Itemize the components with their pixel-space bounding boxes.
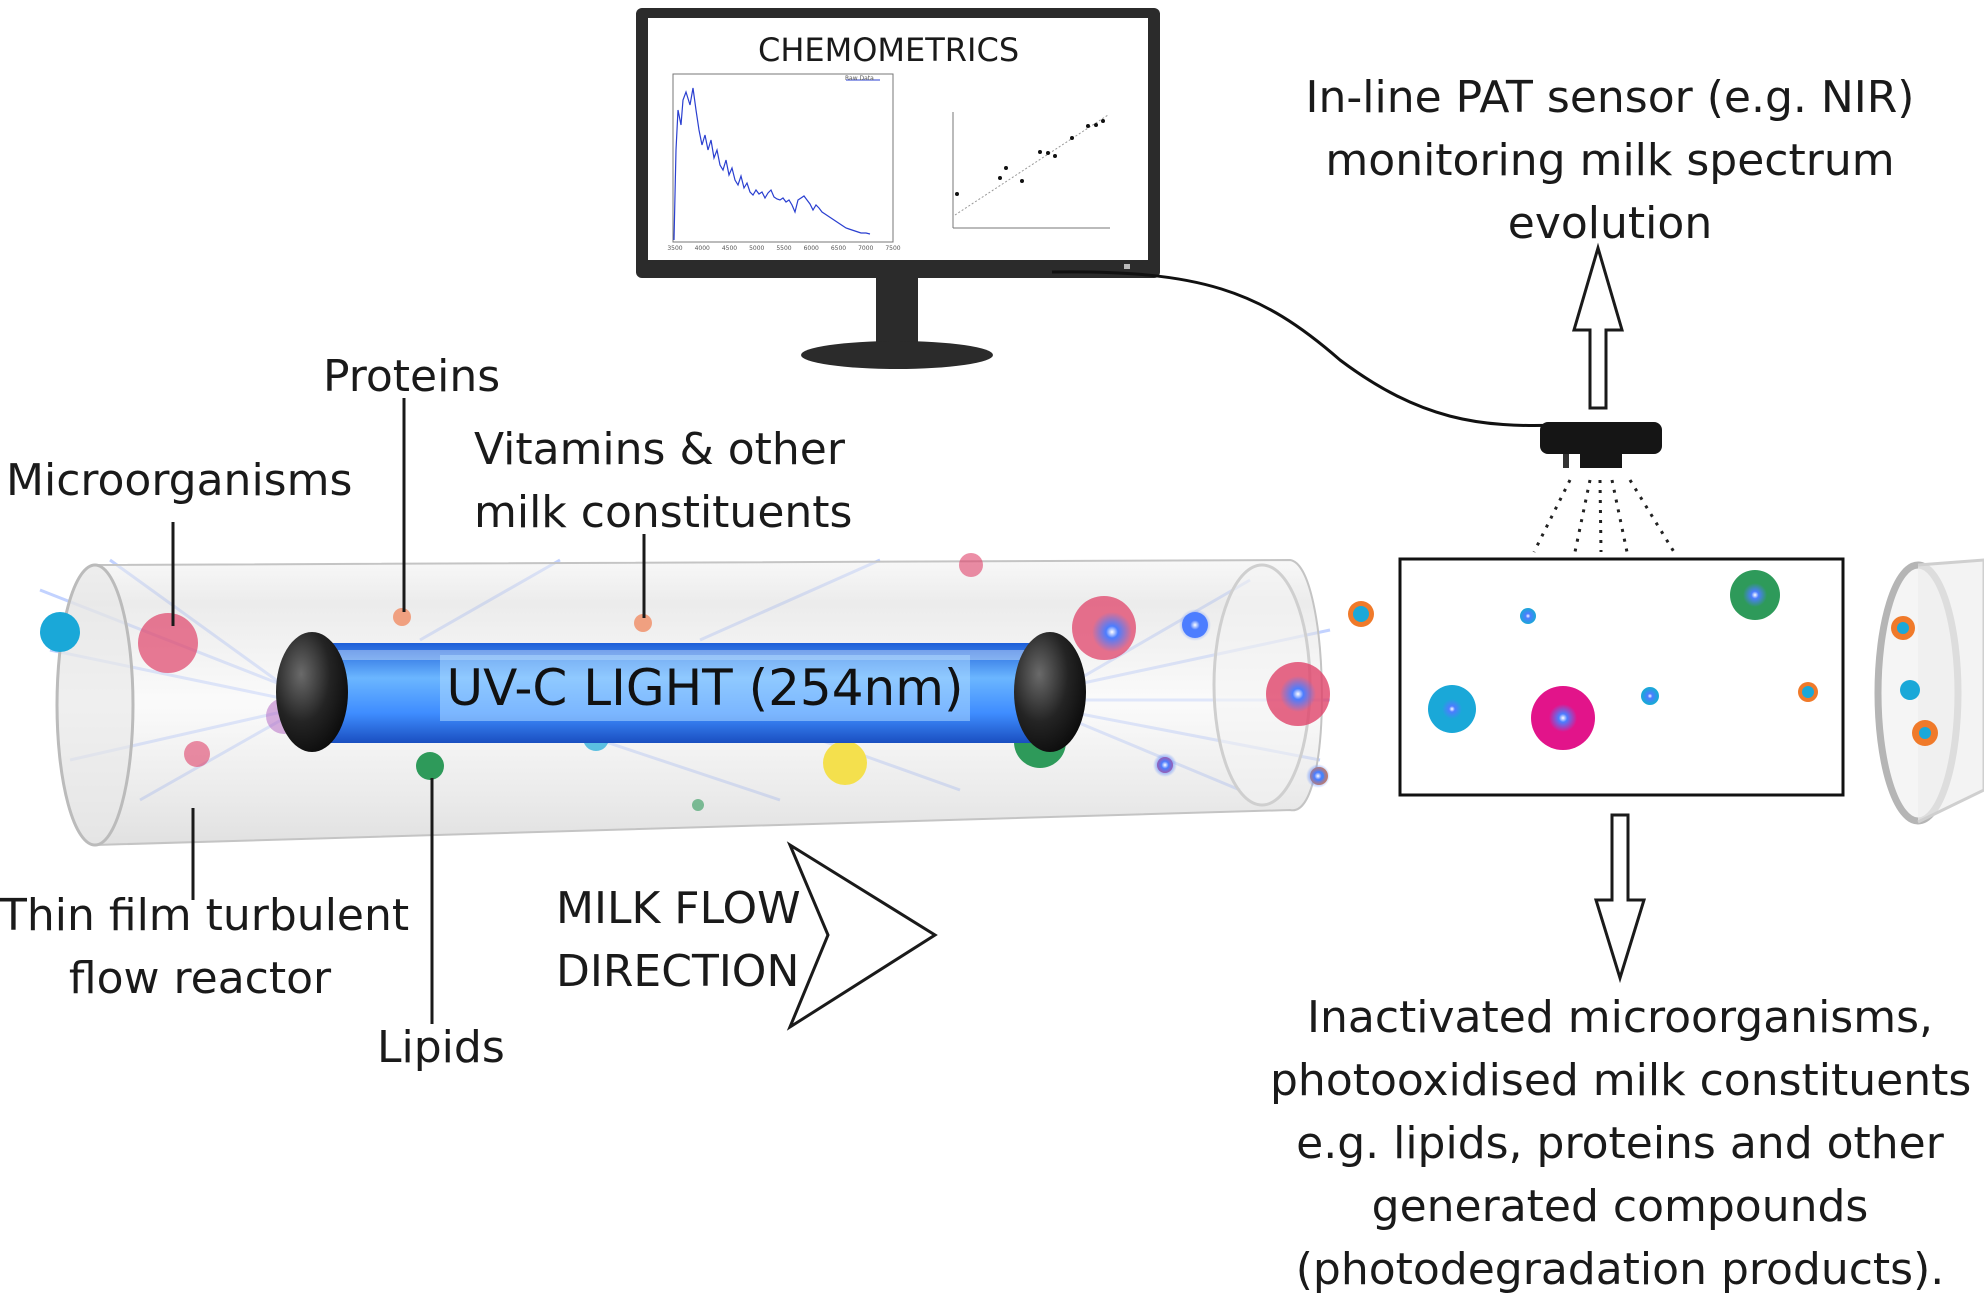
up-arrow (1571, 242, 1625, 410)
lamp-right-cap (1014, 632, 1086, 752)
pat-sensor-label: In-line PAT sensor (e.g. NIR) monitoring… (1300, 66, 1920, 255)
reactor-line-2: flow reactor (68, 953, 332, 1004)
lipids-label: Lipids (377, 1022, 505, 1073)
reactor-line-1: Thin film turbulent (0, 890, 410, 941)
inspection-window (1398, 557, 1845, 797)
spectrum-plot: 3500 4000 4500 5000 5500 6000 6500 7000 7500 (667, 73, 901, 252)
microorganisms-label: Microorganisms (6, 455, 353, 506)
outlet-tube (1874, 558, 1984, 825)
proteins-label: Proteins (323, 351, 501, 402)
microorganism-particle (138, 613, 198, 673)
vitamins-line-2: milk constituents (474, 487, 853, 538)
monitor-screen (648, 18, 1148, 260)
outcome-line-5: (photodegradation products). (1295, 1244, 1945, 1295)
monitor: 3500 4000 4500 5000 5500 6000 6500 7000 7500 (636, 8, 1160, 369)
vitamins-label: Vitamins & other milk constituents (474, 418, 852, 544)
flow-direction-line-2: DIRECTION (556, 946, 800, 997)
lipid-particle (692, 799, 704, 811)
calibration-plot (952, 112, 1110, 229)
spectrum-legend: Raw Data (845, 75, 874, 82)
flow-direction-arrow (786, 841, 938, 1031)
sensor-cable (1051, 270, 1561, 428)
protein-particle (634, 614, 652, 632)
lamp-left-cap (276, 632, 348, 752)
x-tick-label: 6500 (831, 245, 846, 252)
spectrum-line (673, 87, 871, 241)
uv-sparkles (1092, 609, 1330, 788)
cyan-particle (40, 612, 80, 652)
outcome-line-1: Inactivated microorganisms, (1307, 992, 1933, 1043)
label-leaders (171, 398, 646, 1024)
outcome-line-2: photooxidised milk constituents (1270, 1055, 1972, 1106)
outcome-line-3: e.g. lipids, proteins and other (1296, 1118, 1944, 1169)
sensor-beam (1532, 479, 1676, 553)
lipid-particle (416, 752, 444, 780)
monitor-stand (801, 341, 993, 369)
x-tick-label: 4500 (722, 245, 737, 252)
down-arrow (1593, 813, 1647, 984)
monitor-power-icon (1124, 264, 1130, 269)
x-tick-label: 5500 (776, 245, 791, 252)
reactor-label: Thin film turbulent flow reactor (0, 884, 410, 1010)
microorganism-particle (184, 741, 210, 767)
vitamins-line-1: Vitamins & other (474, 424, 845, 475)
sensor-head (1540, 422, 1662, 454)
x-tick-label: 7500 (885, 245, 900, 252)
x-tick-label: 4000 (695, 245, 710, 252)
outcome-label: Inactivated microorganisms, photooxidise… (1270, 986, 1972, 1301)
monitor-neck (876, 278, 918, 348)
pat-sensor-line-1: In-line PAT sensor (e.g. NIR) (1305, 72, 1915, 123)
calibration-points (955, 119, 1105, 196)
pat-sensor (1532, 422, 1676, 553)
spectrum-x-ticks: 3500 4000 4500 5000 5500 6000 6500 7000 7500 (667, 245, 900, 252)
x-tick-label: 6000 (804, 245, 819, 252)
x-tick-label: 7000 (858, 245, 873, 252)
reactor-inlet (55, 563, 135, 847)
flow-direction-line-1: MILK FLOW (556, 883, 801, 934)
microorganism-particle (959, 553, 983, 577)
flow-direction-label: MILK FLOW DIRECTION (556, 877, 801, 1003)
outcome-line-4: generated compounds (1371, 1181, 1869, 1232)
x-tick-label: 3500 (667, 245, 682, 252)
regression-line (954, 114, 1109, 216)
protein-particle (393, 608, 411, 626)
pat-sensor-line-2: monitoring milk spectrum (1325, 135, 1895, 186)
x-tick-label: 5000 (749, 245, 764, 252)
pat-sensor-line-3: evolution (1507, 198, 1713, 249)
vitamin-particle (823, 741, 867, 785)
chemometrics-title: CHEMOMETRICS (758, 31, 1020, 69)
uv-light-label: UV-C LIGHT (254nm) (440, 655, 970, 721)
